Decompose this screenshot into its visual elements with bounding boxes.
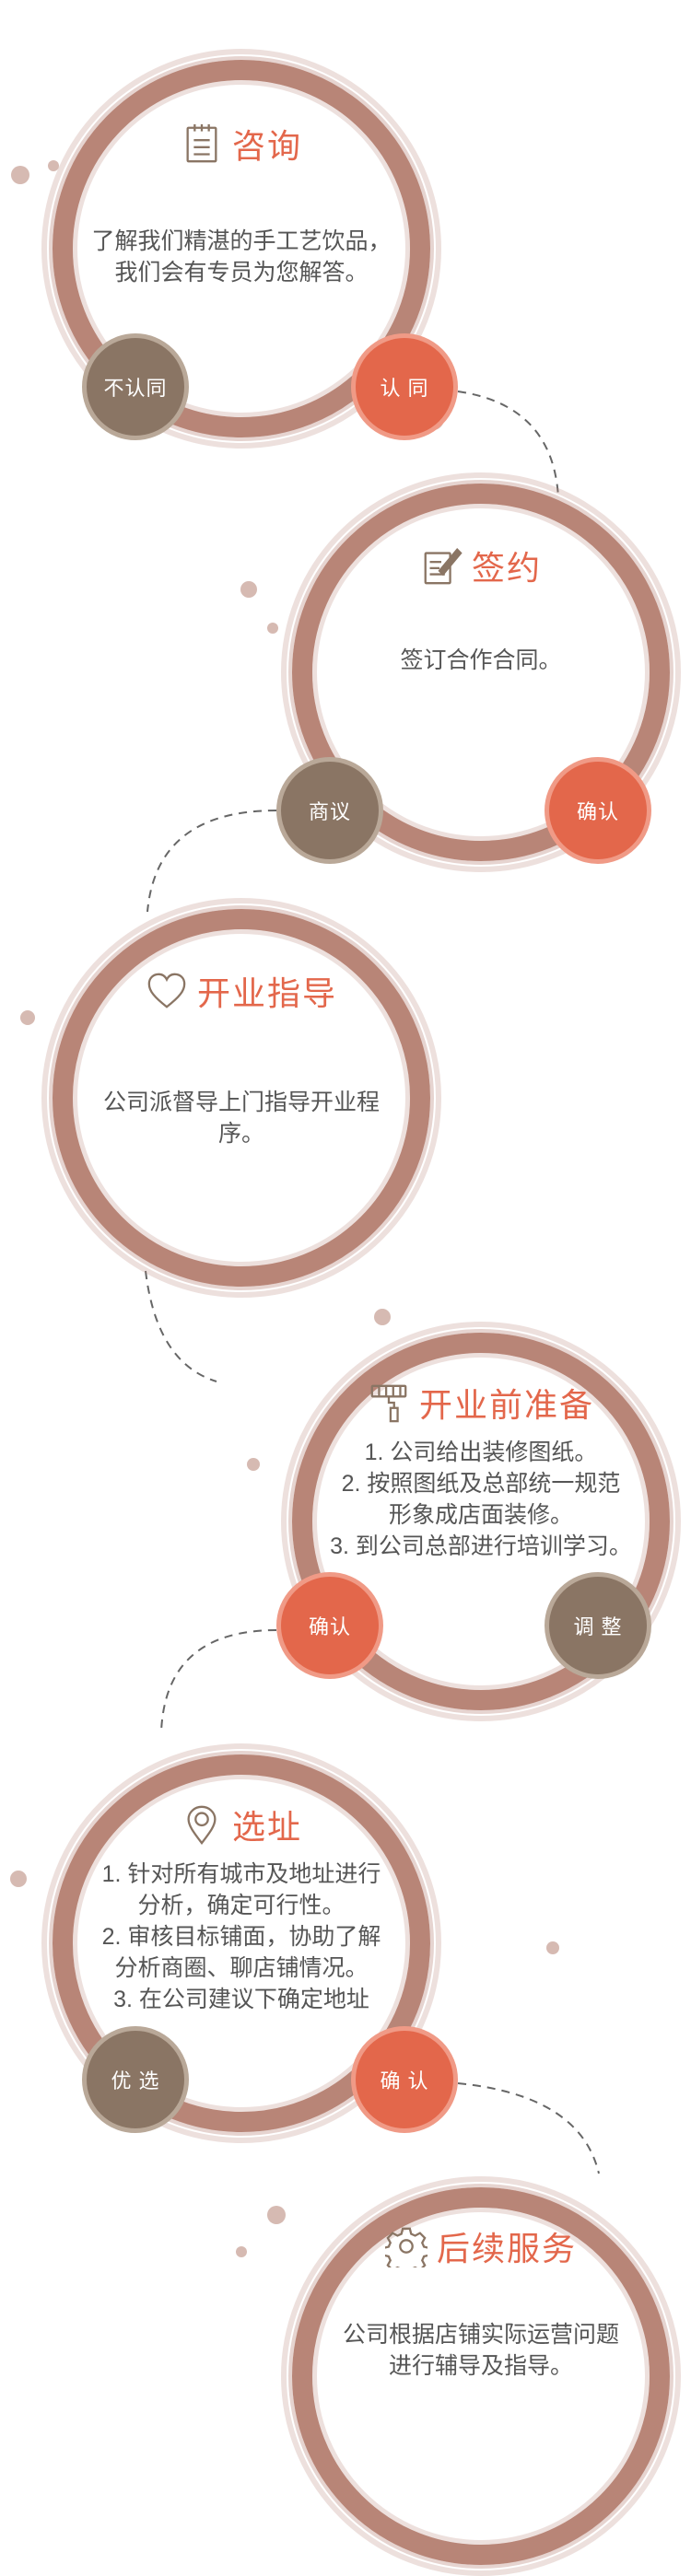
description-line: 分析，确定可行性。 bbox=[137, 1893, 346, 1918]
location-pin-icon bbox=[181, 1803, 223, 1846]
description-line: 公司根据店铺实际运营问题 bbox=[342, 2322, 620, 2348]
process-flow: 咨询了解我们精湛的手工艺饮品， 我们会有专员为您解答。不认同 认 同签约签订合作合同… bbox=[10, 49, 681, 2576]
step-5-button-2[interactable]: 确 认 bbox=[351, 2026, 458, 2133]
splatter-dot bbox=[374, 1309, 391, 1325]
description-line: 1. 公司给出装修图纸。 bbox=[364, 1440, 598, 1465]
description-line: 1. 针对所有城市及地址进行 bbox=[101, 1861, 381, 1887]
step-heading: 后续服务 bbox=[384, 2222, 578, 2270]
splatter-dot bbox=[48, 160, 59, 171]
step-description: 1. 公司给出装修图纸。 2. 按照图纸及总部统一规范形象成店面装修。 3. 到公司… bbox=[330, 1437, 632, 1562]
sign-contract-icon bbox=[420, 544, 463, 587]
step-2-button-2[interactable]: 确认 bbox=[545, 757, 651, 864]
description-line: 我们会有专员为您解答。 bbox=[114, 260, 369, 286]
description-line: 序。 bbox=[217, 1121, 265, 1147]
step-heading: 签约 bbox=[420, 542, 542, 589]
splatter-dot bbox=[240, 581, 257, 598]
description-line: 进行辅导及指导。 bbox=[388, 2353, 574, 2379]
heart-icon bbox=[146, 970, 188, 1012]
connector-2 bbox=[146, 810, 277, 913]
step-title: 咨询 bbox=[231, 127, 303, 165]
splatter-dot bbox=[267, 623, 278, 634]
splatter-dot bbox=[247, 1458, 260, 1471]
splatter-dot bbox=[20, 1010, 35, 1025]
description-line: 2. 审核目标铺面，协助了解 bbox=[101, 1924, 381, 1950]
step-1-button-1[interactable]: 不认同 bbox=[82, 333, 189, 440]
description-line: 3. 到公司总部进行培训学习。 bbox=[330, 1533, 632, 1559]
notepad-icon bbox=[181, 122, 223, 165]
connector-1 bbox=[457, 390, 559, 498]
step-title: 开业指导 bbox=[196, 974, 338, 1012]
description-line: 3. 在公司建议下确定地址 bbox=[113, 1987, 369, 2012]
gear-icon bbox=[384, 2225, 427, 2267]
step-description: 1. 针对所有城市及地址进行分析，确定可行性。 2. 审核目标铺面，协助了解分析商… bbox=[102, 1859, 381, 2015]
splatter-dot bbox=[236, 2246, 247, 2257]
step-heading: 开业前准备 bbox=[368, 1379, 594, 1427]
step-title: 开业前准备 bbox=[418, 1386, 595, 1424]
dashed-connectors bbox=[145, 390, 600, 2174]
connector-5 bbox=[457, 2082, 600, 2174]
step-description: 公司派督导上门指导开业程序。 bbox=[103, 1087, 380, 1149]
step-description: 签订合作合同。 bbox=[400, 645, 561, 676]
step-heading: 咨询 bbox=[181, 120, 302, 168]
step-title: 后续服务 bbox=[436, 2230, 578, 2267]
step-title: 签约 bbox=[471, 549, 543, 587]
step-5-button-1[interactable]: 优 选 bbox=[82, 2026, 189, 2133]
step-title: 选址 bbox=[231, 1808, 303, 1846]
step-description: 了解我们精湛的手工艺饮品， 我们会有专员为您解答。 bbox=[91, 226, 391, 288]
splatter-dot bbox=[11, 166, 29, 184]
step-1-button-2[interactable]: 认 同 bbox=[351, 333, 458, 440]
step-heading: 开业指导 bbox=[146, 967, 337, 1015]
splatter-dot bbox=[546, 1941, 559, 1954]
description-line: 公司派督导上门指导开业程 bbox=[102, 1090, 381, 1115]
description-line: 2. 按照图纸及总部统一规范 bbox=[341, 1471, 621, 1497]
connector-4 bbox=[160, 1629, 277, 1732]
paint-roller-icon bbox=[368, 1381, 410, 1424]
description-line: 分析商圈、聊店铺情况。 bbox=[114, 1955, 369, 1981]
splatter-dot bbox=[10, 1871, 27, 1887]
description-line: 了解我们精湛的手工艺饮品， bbox=[91, 228, 392, 254]
step-4-button-2[interactable]: 调 整 bbox=[545, 1572, 651, 1679]
step-description: 公司根据店铺实际运营问题进行辅导及指导。 bbox=[343, 2319, 619, 2382]
step-heading: 选址 bbox=[181, 1801, 302, 1848]
splatter-dot bbox=[267, 2206, 286, 2224]
connector-3 bbox=[145, 1270, 217, 1382]
description-line: 形象成店面装修。 bbox=[388, 1502, 574, 1528]
step-4-button-1[interactable]: 确认 bbox=[276, 1572, 383, 1679]
step-2-button-1[interactable]: 商议 bbox=[276, 757, 383, 864]
description-line: 签订合作合同。 bbox=[400, 647, 562, 673]
